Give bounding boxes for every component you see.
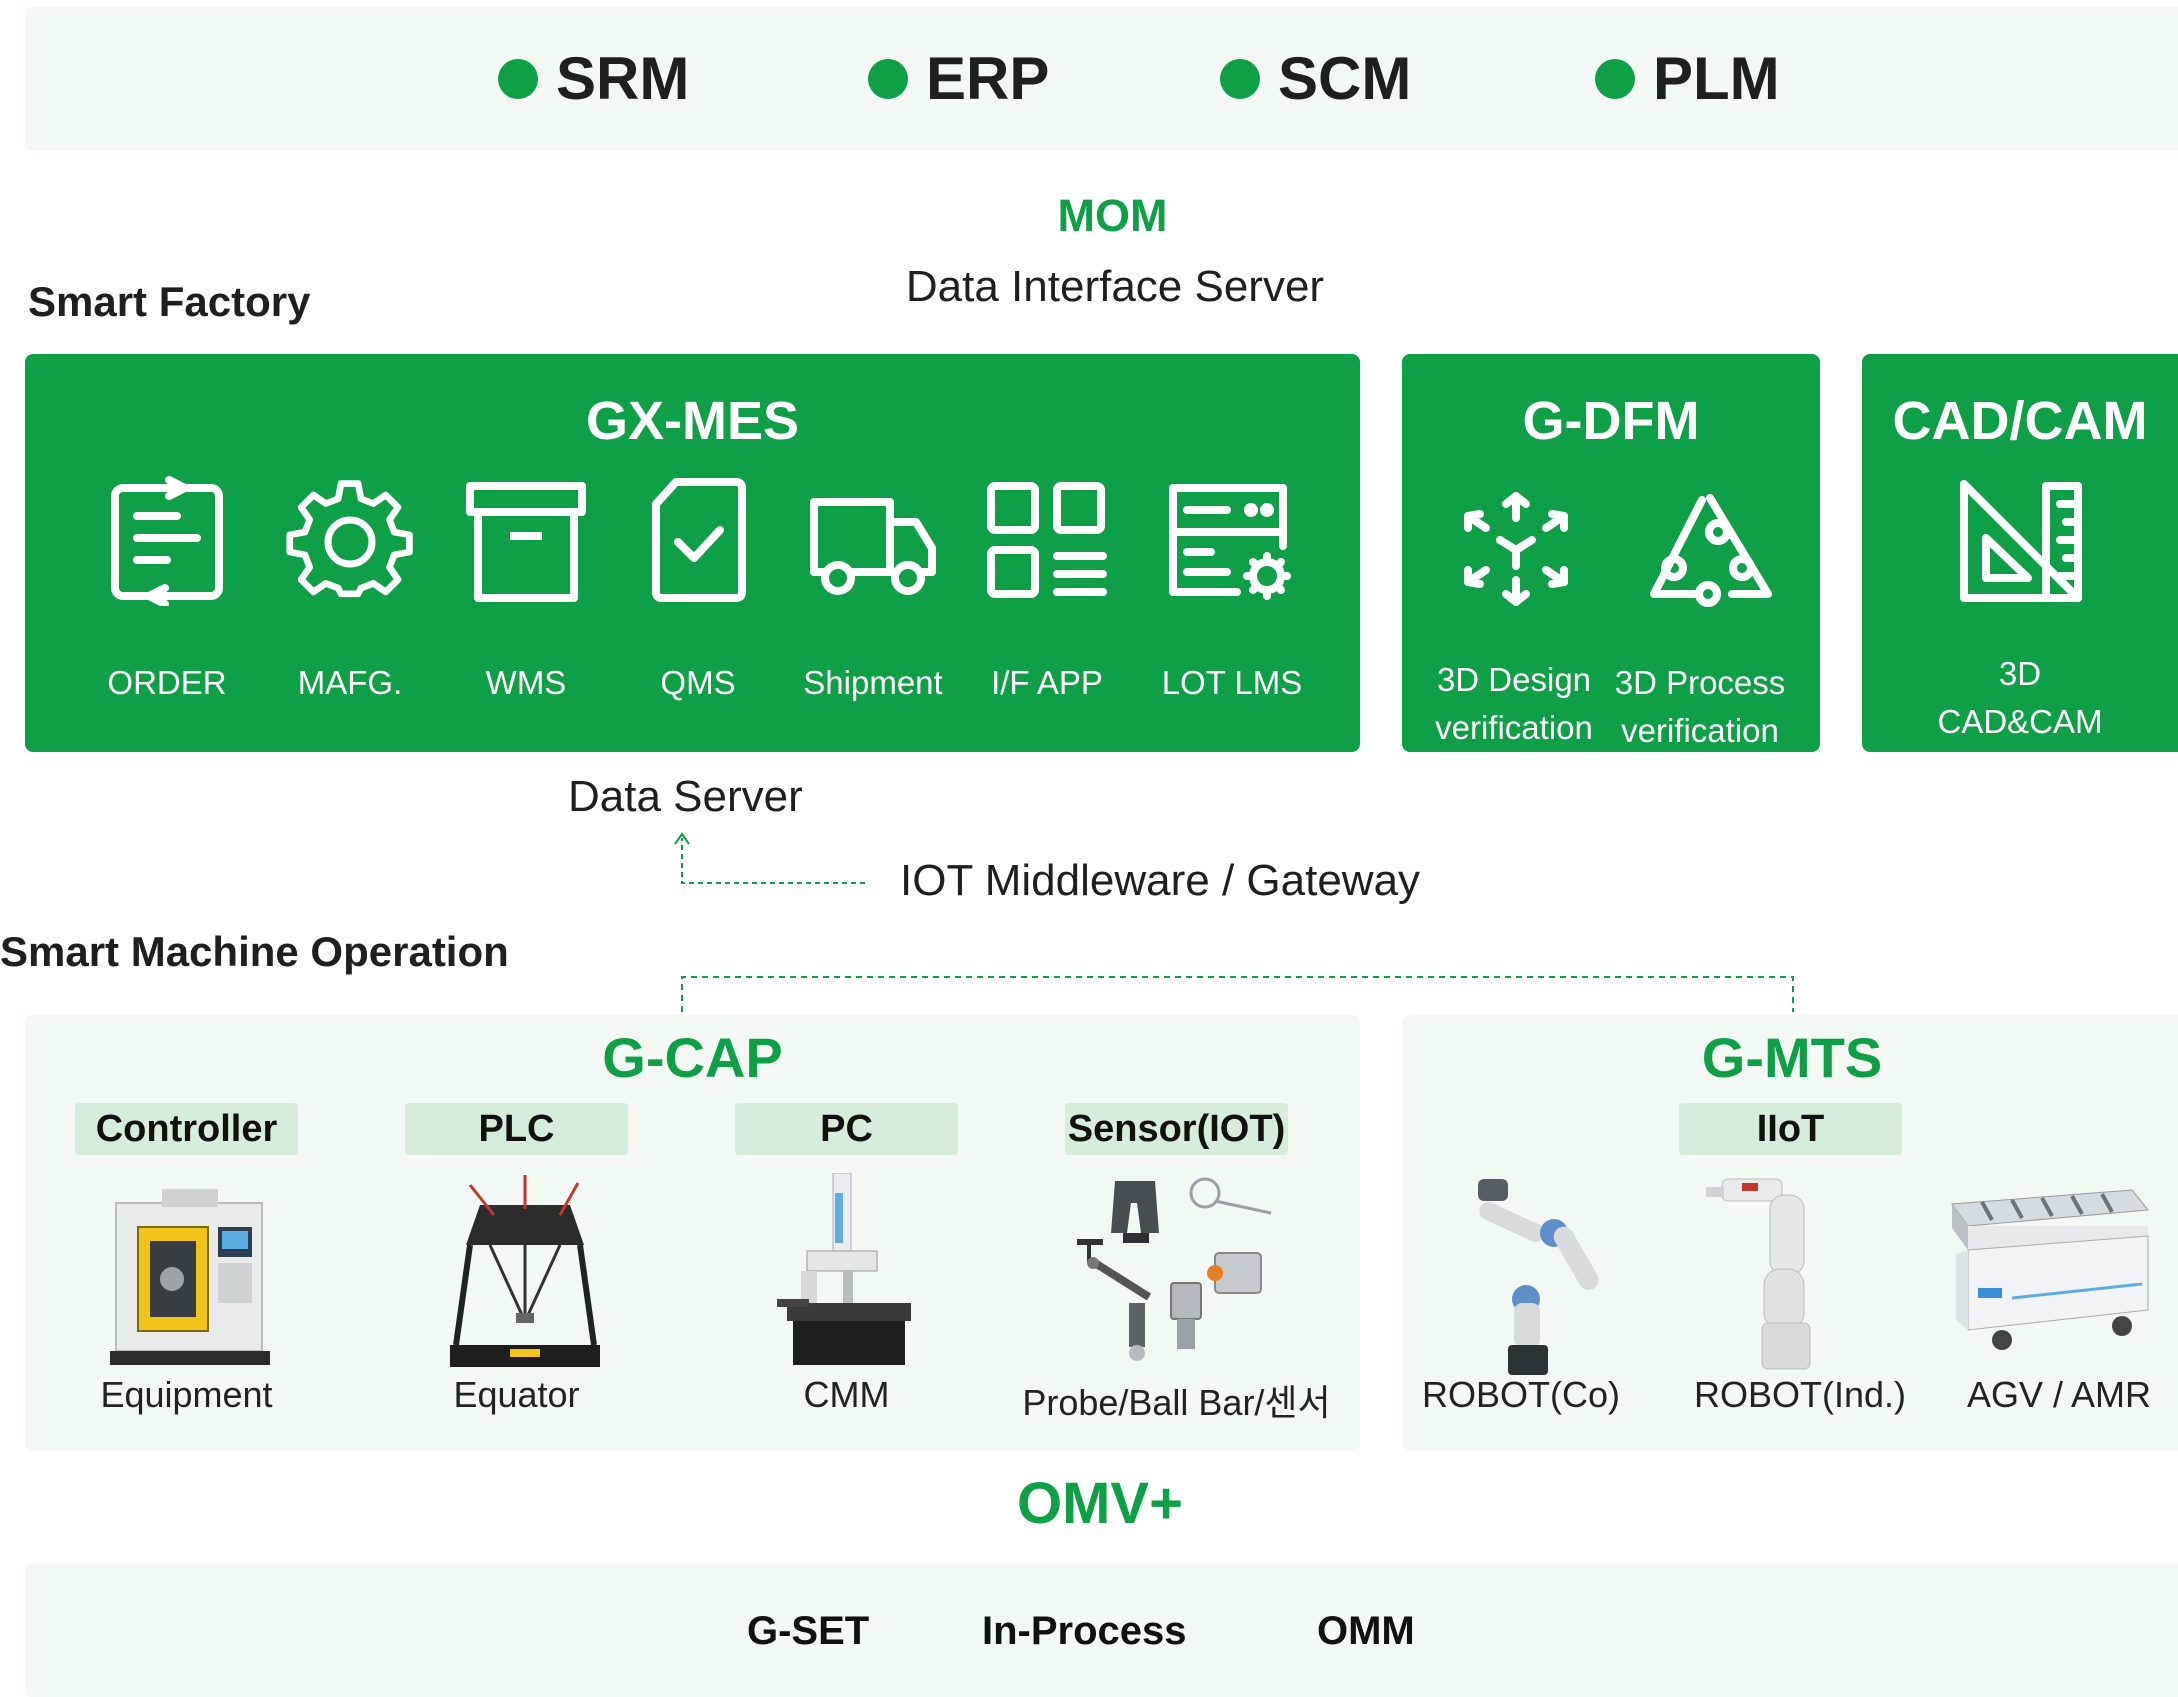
enterprise-systems-bar: SRM ERP SCM PLM — [25, 7, 2178, 150]
module-mafg: MAFG. — [265, 476, 435, 702]
agv-amr-image — [1951, 1189, 2149, 1350]
gear-icon — [286, 480, 413, 598]
omv-item-omm: OMM — [1317, 1609, 1415, 1653]
chip-pc: PC — [735, 1103, 958, 1155]
module-qms: QMS — [613, 476, 783, 702]
omv-plus-bar: G-SET In-Process OMM — [25, 1563, 2178, 1697]
bullet-dot-icon — [498, 58, 538, 99]
system-scm: SCM — [1220, 7, 1411, 150]
server-settings-icon — [1169, 484, 1291, 600]
module-shipment: Shipment — [788, 476, 958, 702]
chip-plc: PLC — [405, 1103, 628, 1155]
system-srm: SRM — [498, 7, 689, 150]
data-server-label: Data Server — [568, 772, 803, 821]
sensor-probe-ballbar-image — [1077, 1177, 1272, 1361]
module-wms: WMS — [441, 476, 611, 702]
g-cap-title: G-CAP — [602, 1026, 783, 1089]
document-check-icon — [652, 478, 746, 602]
bullet-dot-icon — [1595, 58, 1635, 99]
omv-plus-title: OMV+ — [1017, 1471, 1183, 1536]
module-lot-lms: LOT LMS — [1147, 476, 1317, 702]
module-order: ORDER — [82, 476, 252, 702]
g-mts-title: G-MTS — [1701, 1026, 1883, 1089]
omv-item-g-set: G-SET — [747, 1609, 870, 1653]
cmm-label: CMM — [803, 1374, 890, 1415]
bullet-dot-icon — [868, 58, 908, 99]
agv-amr-label: AGV / AMR — [1966, 1374, 2152, 1415]
cad-cam-title: CAD/CAM — [1892, 391, 2148, 451]
equipment-label: Equipment — [100, 1374, 273, 1415]
gx-mes-panel: GX-MES ORDER MAFG. WMS QMS — [25, 354, 1360, 752]
industrial-robot-image — [1706, 1178, 1811, 1370]
archive-box-icon — [466, 482, 586, 602]
iot-connector-line — [681, 838, 865, 884]
order-icon — [111, 476, 223, 606]
chip-sensor-iot: Sensor(IOT) — [1065, 1103, 1288, 1155]
g-cap-panel: G-CAP Controller PLC PC Sensor(IOT) — [25, 1015, 1360, 1451]
app-grid-icon — [987, 482, 1107, 598]
iot-gateway-label: IOT Middleware / Gateway — [900, 856, 1421, 905]
gx-mes-title: GX-MES — [585, 391, 800, 451]
bullet-dot-icon — [1220, 58, 1260, 99]
system-plm: PLM — [1595, 7, 1780, 150]
cmm-machine-image — [777, 1173, 911, 1365]
machining-center-image — [110, 1189, 270, 1365]
collaborative-robot-image — [1478, 1179, 1599, 1375]
probe-ballbar-sensor-label: Probe/Ball Bar/센서 — [1022, 1382, 1331, 1423]
equator-gauge-image — [450, 1175, 600, 1367]
chip-iiot: IIoT — [1679, 1103, 1902, 1155]
equator-label: Equator — [453, 1374, 580, 1415]
smart-machine-operation-label: Smart Machine Operation — [0, 928, 509, 975]
arrow-up-icon — [674, 832, 690, 845]
truck-icon — [810, 498, 936, 595]
system-erp: ERP — [868, 7, 1049, 150]
chip-controller: Controller — [75, 1103, 298, 1155]
data-interface-server-label: Data Interface Server — [905, 262, 1325, 311]
3d-cube-icon — [1464, 492, 1568, 606]
process-triangle-icon — [1650, 494, 1772, 607]
smart-factory-label: Smart Factory — [28, 278, 311, 325]
set-square-ruler-icon — [1960, 480, 2082, 602]
gateway-bracket-line — [681, 976, 1794, 1012]
g-dfm-title: G-DFM — [1522, 391, 1700, 451]
omv-item-in-process: In-Process — [982, 1609, 1187, 1653]
mom-title: MOM — [1057, 190, 1168, 241]
robot-ind-label: ROBOT(Ind.) — [1693, 1374, 1907, 1415]
g-mts-panel: G-MTS IIoT ROBOT(Co) ROBOT(Ind.) AGV / — [1402, 1015, 2178, 1451]
robot-co-label: ROBOT(Co) — [1422, 1374, 1620, 1415]
module-if-app: I/F APP — [962, 476, 1132, 702]
